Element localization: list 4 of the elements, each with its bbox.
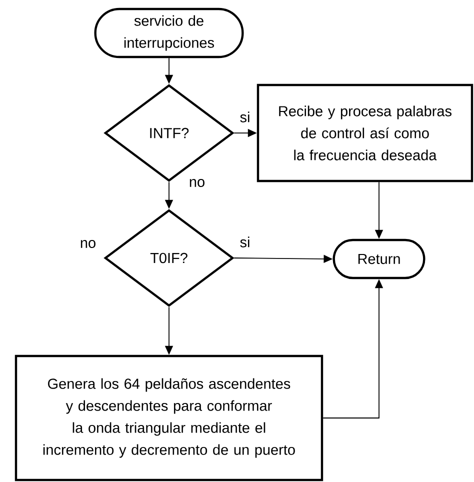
process-box: Recibe y procesa palabras de control así como la frecuencia deseada <box>256 84 474 182</box>
edge-label: si <box>238 236 252 248</box>
process-box: Genera los 64 peldaños ascendentes y descendentes para conformar la onda triangular mediante el incremento y decremento de un puerto <box>14 354 324 482</box>
edge-label: si <box>238 110 252 124</box>
